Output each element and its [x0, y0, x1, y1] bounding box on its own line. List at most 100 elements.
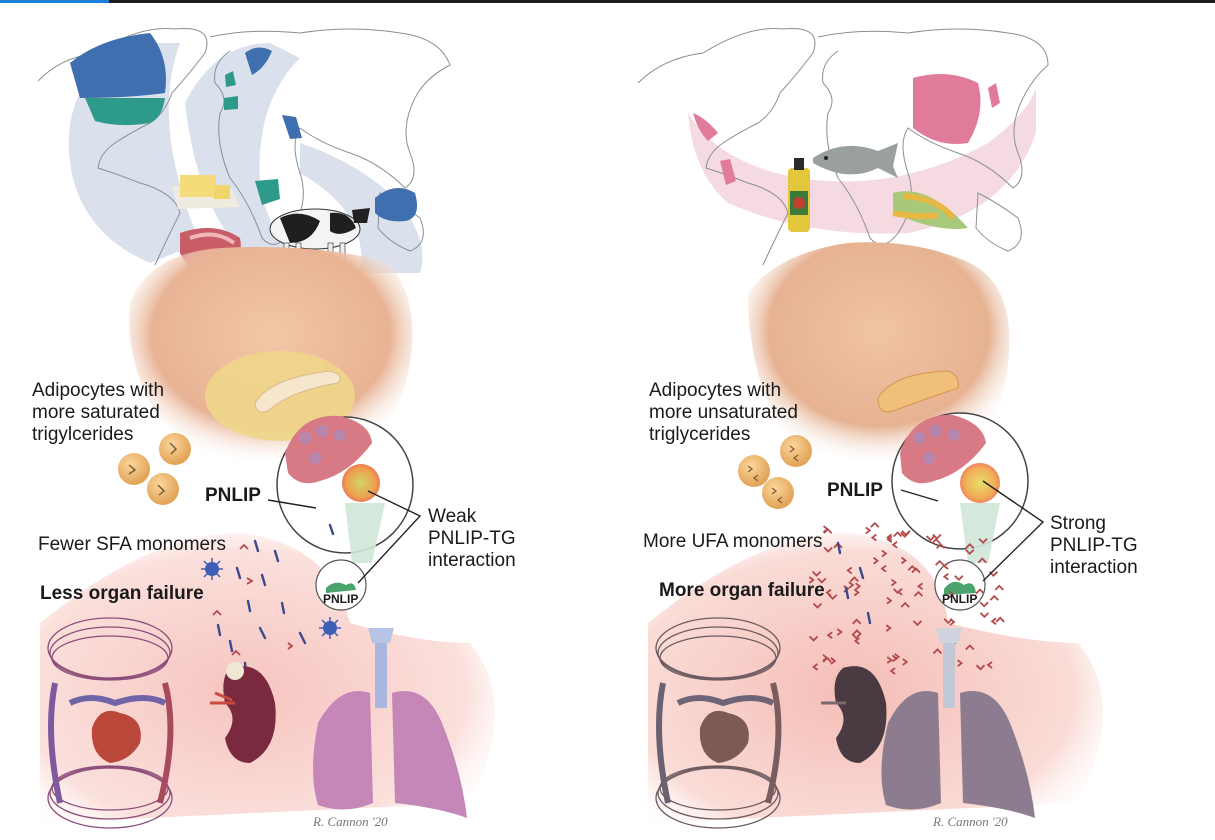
- unsaturated-illustration: [637, 28, 1103, 829]
- adipocyte: [738, 455, 770, 487]
- pnlip-label: PNLIP: [205, 485, 261, 506]
- ufa-monomer: [965, 644, 975, 651]
- ufa-monomer: [893, 588, 903, 595]
- ufa-monomer: [886, 535, 893, 544]
- ufa-monomer: [978, 538, 988, 544]
- map-arabia: [282, 115, 302, 139]
- ufa-monomer: [990, 617, 997, 625]
- interaction-label: Strong PNLIP-TG interaction: [1050, 513, 1138, 579]
- adipocytes-label: Adipocytes with more saturated trigylcer…: [32, 380, 164, 446]
- ufa-monomer: [979, 601, 989, 608]
- ufa-monomer: [989, 594, 999, 601]
- ufa-monomer: [880, 564, 887, 573]
- ufa-monomer: [808, 635, 819, 642]
- ufa-monomer: [855, 582, 862, 591]
- ufa-monomer: [986, 661, 993, 669]
- ufa-monomer: [954, 575, 964, 582]
- interaction-label-line3: interaction: [1050, 557, 1138, 578]
- vegetable-oil-icon: [788, 158, 810, 232]
- saturated-fat-panel: Adipocytes with more saturated trigylcer…: [0, 3, 607, 840]
- interaction-label-line2: PNLIP-TG: [1050, 535, 1138, 556]
- ufa-monomer: [994, 584, 1004, 591]
- adipocyte-cluster: [738, 435, 812, 509]
- map-arc-europe-africa: [185, 43, 330, 273]
- ufa-monomer: [975, 588, 985, 595]
- ufa-monomer: [817, 577, 827, 584]
- map-nigeria: [255, 179, 280, 205]
- ufa-monomer: [902, 658, 909, 666]
- ufa-monomer: [822, 656, 832, 663]
- ufa-monomer: [925, 535, 936, 542]
- ufa-monomer: [811, 570, 822, 577]
- ufa-monomer: [911, 567, 921, 574]
- adipocytes-label: Adipocytes with more unsaturated triglyc…: [649, 380, 798, 446]
- ufa-monomer: [935, 543, 946, 549]
- pnlip-enzyme: [944, 581, 976, 595]
- interaction-strength: Weak: [428, 506, 477, 527]
- ufa-monomer: [979, 612, 990, 619]
- adipocytes-label-line2: more saturated: [32, 402, 160, 423]
- inner-pnlip-label: PNLIP: [323, 592, 359, 606]
- corn-icon: [892, 191, 968, 229]
- adipocytes-label-line1: Adipocytes with: [32, 380, 165, 401]
- adipocyte: [762, 477, 794, 509]
- adipocytes-label-line2: more unsaturated: [649, 402, 798, 423]
- ufa-monomer: [890, 578, 898, 587]
- lungs: [313, 628, 467, 818]
- outcome-label: Less organ failure: [40, 583, 204, 604]
- ufa-monomer: [932, 648, 943, 655]
- ufa-monomer: [812, 602, 823, 609]
- secretion-cone: [960, 503, 1000, 563]
- acinar-cells: [900, 414, 986, 484]
- ufa-monomer: [848, 581, 855, 589]
- sfa-monomers: [836, 541, 872, 625]
- adipocytes-label-line3: trigylcerides: [32, 424, 134, 445]
- map-spain: [224, 96, 238, 110]
- ufa-monomer: [823, 527, 833, 534]
- loading-progress-fill: [0, 0, 110, 3]
- outcome-label: More organ failure: [659, 580, 825, 601]
- interaction-label: Weak PNLIP-TG interaction: [428, 506, 516, 572]
- adipocyte: [159, 433, 191, 465]
- triglyceride-droplet: [960, 463, 1000, 503]
- kidney: [223, 666, 276, 763]
- ufa-monomer: [873, 557, 880, 565]
- pancreas: [254, 370, 341, 413]
- ufa-monomer: [995, 616, 1005, 623]
- ufa-monomer: [881, 549, 888, 558]
- map-mexico: [693, 113, 718, 141]
- ufa-monomers: [808, 521, 1005, 675]
- lungs: [881, 628, 1035, 818]
- map-canada: [70, 33, 166, 98]
- map-scandinavia: [245, 47, 272, 75]
- ufa-monomer: [891, 654, 898, 663]
- ufa-monomer: [917, 582, 924, 590]
- heart-and-vessels: [47, 617, 174, 829]
- map-china: [913, 74, 981, 144]
- torso: [748, 242, 1010, 467]
- ufa-monomer: [886, 596, 893, 605]
- adipocytes-label-line3: triglycerides: [649, 424, 751, 445]
- ufa-monomer: [846, 566, 853, 575]
- interaction-strength: Strong: [1050, 513, 1106, 534]
- bloodstream-region: [40, 533, 495, 823]
- ufa-monomer: [812, 663, 819, 671]
- adipocyte: [780, 435, 812, 467]
- pnlip-label: PNLIP: [827, 480, 883, 501]
- map-australia: [375, 188, 418, 222]
- butter-icon: [172, 175, 240, 209]
- ufa-monomer: [843, 585, 850, 593]
- ufa-monomer: [823, 546, 833, 553]
- kidney: [834, 666, 887, 763]
- ufa-monomer: [853, 637, 860, 645]
- heart: [699, 710, 749, 763]
- adipocyte-cluster: [118, 433, 191, 505]
- interaction-label-line2: PNLIP-TG: [428, 528, 516, 549]
- ufa-monomer: [886, 656, 893, 664]
- map-peru: [720, 159, 736, 185]
- unsaturated-fat-panel: Adipocytes with more unsaturated triglyc…: [608, 3, 1215, 840]
- ufa-monomer: [851, 633, 861, 640]
- interaction-leader: [357, 490, 422, 584]
- ufa-monomers: [212, 543, 294, 656]
- ufa-monomer: [826, 631, 833, 639]
